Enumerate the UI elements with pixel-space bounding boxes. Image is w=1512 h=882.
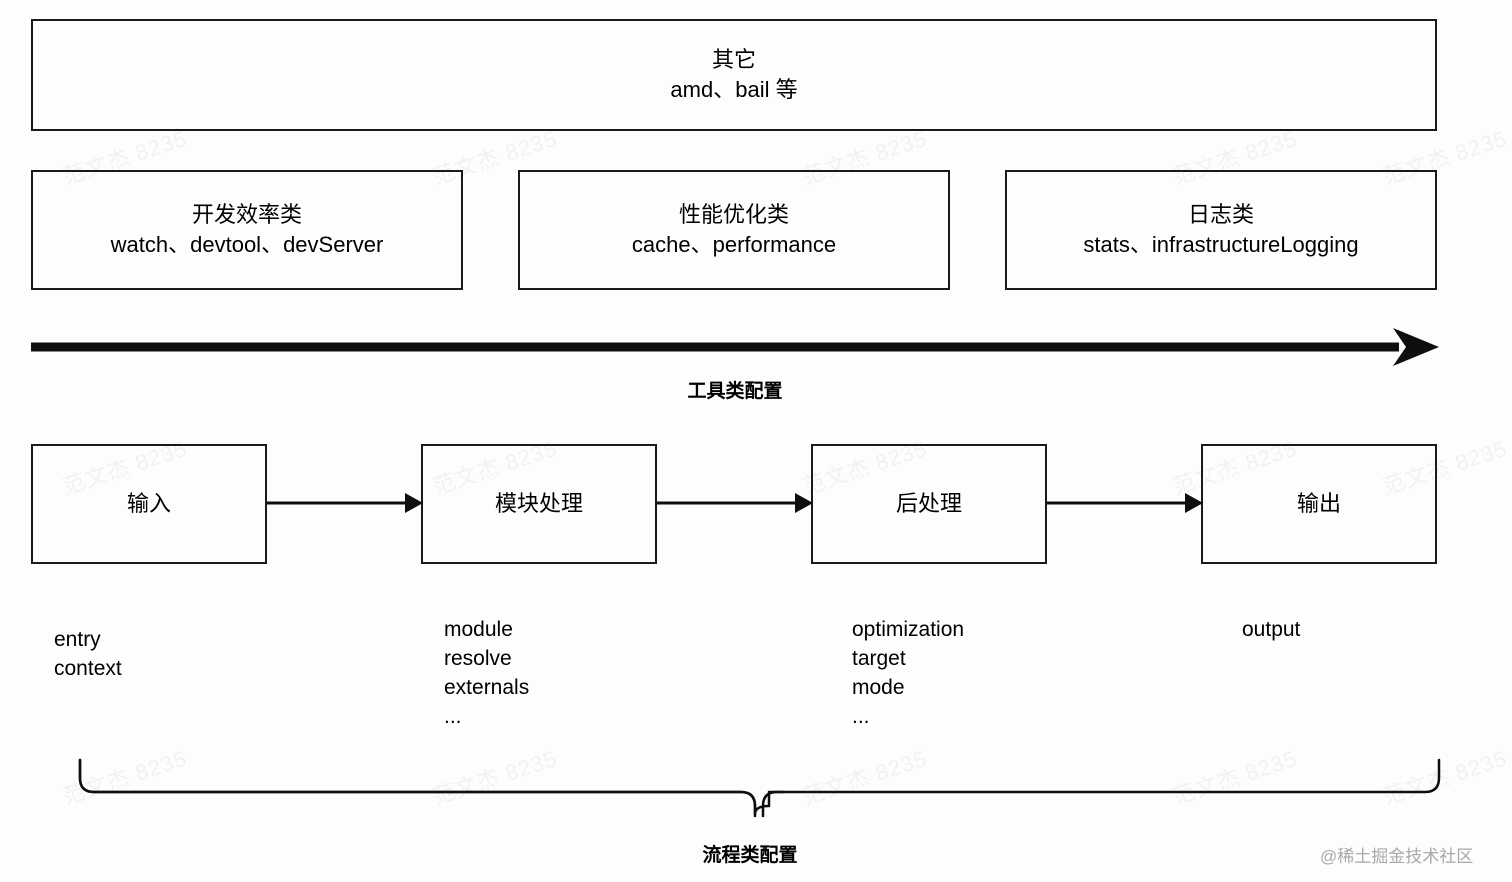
flow-box-input: 输入 <box>31 444 267 564</box>
process-config-brace <box>60 752 1460 822</box>
caption-module-processing: module resolve externals ... <box>444 615 529 731</box>
category-box-dev-efficiency: 开发效率类 watch、devtool、devServer <box>31 170 463 290</box>
flow-box-post-processing: 后处理 <box>811 444 1047 564</box>
other-config-box: 其它 amd、bail 等 <box>31 19 1437 131</box>
caption-post-processing: optimization target mode ... <box>852 615 964 731</box>
flow-box-label: 后处理 <box>895 491 962 516</box>
category-items: watch、devtool、devServer <box>110 232 384 257</box>
caption-line: resolve <box>444 647 512 670</box>
tool-config-arrow-label: 工具类配置 <box>687 381 783 402</box>
caption-line: mode <box>852 676 905 699</box>
curly-brace-icon <box>78 758 1441 818</box>
flow-connector-3 <box>1047 488 1203 518</box>
caption-line: ... <box>852 705 870 728</box>
caption-line: entry <box>54 628 101 651</box>
category-items: stats、infrastructureLogging <box>1083 232 1359 257</box>
flow-box-output: 输出 <box>1201 444 1437 564</box>
tool-config-arrow <box>31 326 1441 368</box>
flow-connector-2 <box>657 488 813 518</box>
flow-box-label: 输入 <box>126 491 171 516</box>
credit-watermark: @稀土掘金技术社区 <box>1320 847 1474 866</box>
flow-box-label: 输出 <box>1296 491 1341 516</box>
category-title: 日志类 <box>1187 202 1254 227</box>
tool-config-arrow-icon <box>31 328 1439 366</box>
category-items: cache、performance <box>631 232 837 257</box>
caption-line: ... <box>444 705 462 728</box>
category-title: 性能优化类 <box>678 202 789 227</box>
caption-line: context <box>54 657 122 680</box>
caption-input: entry context <box>54 625 122 683</box>
category-title: 开发效率类 <box>191 202 302 227</box>
flow-box-module-processing: 模块处理 <box>421 444 657 564</box>
caption-line: output <box>1242 618 1301 641</box>
category-box-logging: 日志类 stats、infrastructureLogging <box>1005 170 1437 290</box>
other-config-title: 其它 <box>711 47 756 72</box>
caption-line: module <box>444 618 513 641</box>
other-config-items: amd、bail 等 <box>670 77 798 102</box>
process-config-label: 流程类配置 <box>702 845 798 866</box>
flow-box-label: 模块处理 <box>494 491 583 516</box>
flow-connector-1 <box>267 488 423 518</box>
arrow-right-icon <box>1047 493 1203 513</box>
arrow-right-icon <box>657 493 813 513</box>
arrow-right-icon <box>267 493 423 513</box>
caption-output: output <box>1242 615 1300 644</box>
caption-line: externals <box>444 676 530 699</box>
category-box-performance: 性能优化类 cache、performance <box>518 170 950 290</box>
caption-line: optimization <box>852 618 965 641</box>
caption-line: target <box>852 647 906 670</box>
